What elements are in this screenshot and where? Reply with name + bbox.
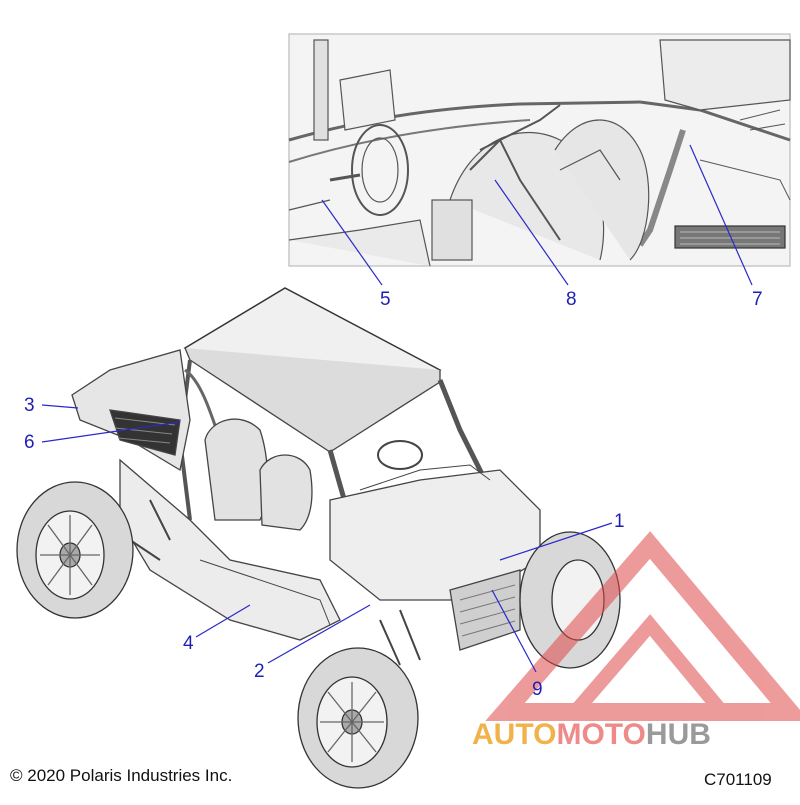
callout-9: 9	[532, 679, 543, 700]
callout-1: 1	[614, 511, 625, 532]
rear-left-wheel	[16, 481, 134, 619]
leader-4	[195, 604, 251, 638]
callout-6: 6	[24, 432, 35, 453]
watermark-part-auto: AUTO	[472, 718, 557, 751]
leader-1	[499, 522, 613, 561]
leader-3	[41, 404, 79, 409]
inset-view	[288, 33, 791, 267]
callout-7: 7	[752, 289, 763, 310]
watermark-text: AUTOMOTOHUB	[472, 718, 711, 752]
vehicle-drawing	[71, 287, 560, 666]
watermark-logo	[485, 531, 800, 721]
copyright-text: © 2020 Polaris Industries Inc.	[10, 766, 233, 785]
leader-lines	[41, 144, 753, 673]
diagram-code: C701109	[704, 770, 772, 789]
leader-6	[41, 421, 181, 443]
callout-5: 5	[380, 289, 391, 310]
callout-2: 2	[254, 661, 265, 682]
watermark-part-moto: MOTO	[556, 718, 646, 751]
leader-8	[494, 179, 569, 286]
leader-9	[491, 589, 537, 673]
leader-7	[689, 144, 753, 286]
leader-2	[267, 604, 371, 664]
callout-3: 3	[24, 395, 35, 416]
callout-4: 4	[183, 633, 194, 654]
callout-8: 8	[566, 289, 577, 310]
front-left-wheel	[297, 647, 419, 789]
leader-5	[321, 199, 383, 286]
watermark-part-hub: HUB	[645, 718, 711, 751]
